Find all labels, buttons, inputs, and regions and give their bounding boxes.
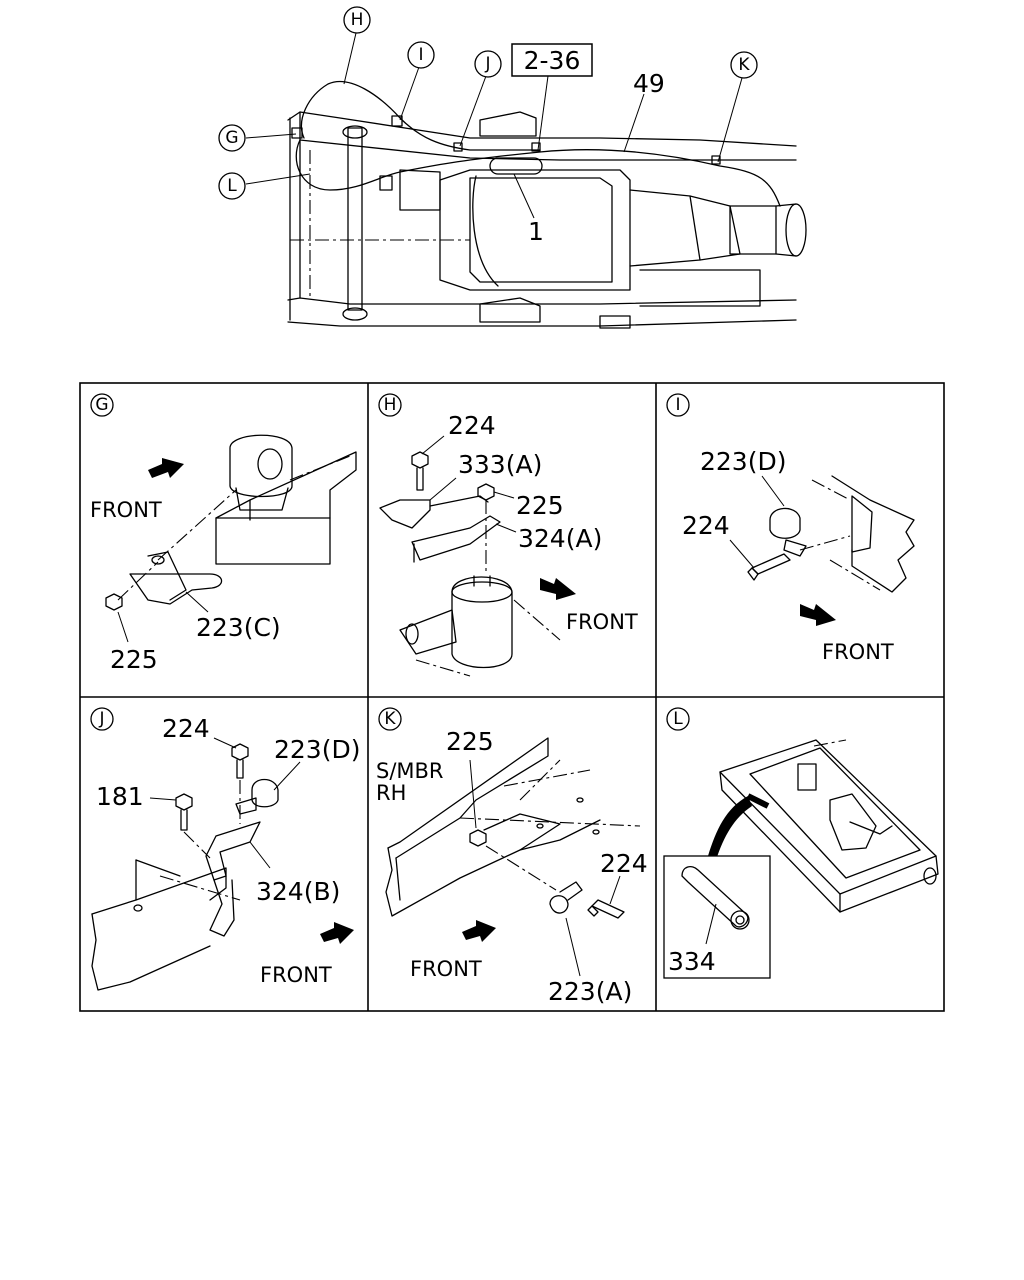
reference-box: 2-36	[511, 43, 593, 77]
front-label-j: FRONT	[260, 963, 332, 987]
callout-j: J	[474, 50, 502, 78]
svg-text:H: H	[384, 395, 397, 415]
front-label-i: FRONT	[822, 640, 894, 664]
svg-text:J: J	[98, 709, 104, 729]
chassis-overview	[245, 32, 807, 329]
callout-i: I	[407, 41, 435, 69]
panel-h: H FRONT 224 333(A) 225 324(A)	[378, 393, 638, 677]
panel-l: L 334	[663, 707, 939, 979]
svg-text:K: K	[738, 55, 750, 75]
svg-text:225: 225	[110, 645, 158, 674]
svg-text:324(A): 324(A)	[518, 524, 602, 553]
svg-text:I: I	[418, 45, 423, 65]
svg-text:L: L	[227, 176, 237, 196]
front-label-g: FRONT	[90, 498, 162, 522]
svg-text:J: J	[484, 54, 490, 74]
svg-text:334: 334	[668, 947, 716, 976]
svg-text:224: 224	[162, 714, 210, 743]
part-1-label: 1	[528, 217, 544, 246]
callout-h: H	[343, 6, 371, 34]
svg-text:L: L	[673, 709, 683, 729]
svg-text:224: 224	[600, 849, 648, 878]
panel-i: I FRONT 223(D) 224	[666, 393, 915, 664]
svg-text:G: G	[225, 128, 238, 148]
svg-text:K: K	[384, 709, 396, 729]
callout-k: K	[730, 51, 758, 79]
svg-text:324(B): 324(B)	[256, 877, 340, 906]
front-label-k: FRONT	[410, 957, 482, 981]
svg-text:H: H	[351, 10, 364, 30]
svg-text:I: I	[675, 395, 680, 415]
svg-text:181: 181	[96, 782, 144, 811]
svg-text:2-36: 2-36	[524, 46, 581, 75]
callout-g: G	[218, 124, 246, 152]
svg-text:G: G	[95, 395, 108, 415]
front-label-h: FRONT	[566, 610, 638, 634]
panel-j: J FRONT 224 223(D) 181 324(B)	[90, 707, 360, 991]
panel-k: K FRONT 225 S/MBR RH 224 223(A)	[376, 707, 648, 1006]
part-49-label: 49	[633, 69, 665, 98]
svg-text:223(A): 223(A)	[548, 977, 632, 1006]
svg-text:223(C): 223(C)	[196, 613, 281, 642]
callout-l: L	[218, 172, 246, 200]
svg-text:224: 224	[682, 511, 730, 540]
svg-text:225: 225	[516, 491, 564, 520]
svg-text:225: 225	[446, 727, 494, 756]
svg-text:224: 224	[448, 411, 496, 440]
svg-text:333(A): 333(A)	[458, 450, 542, 479]
svg-text:S/MBR: S/MBR	[376, 759, 444, 783]
svg-text:223(D): 223(D)	[700, 447, 786, 476]
svg-text:RH: RH	[376, 781, 406, 805]
panel-g: G FRONT 225 223(C)	[90, 393, 357, 674]
detail-grid	[79, 382, 945, 1012]
svg-text:223(D): 223(D)	[274, 735, 360, 764]
